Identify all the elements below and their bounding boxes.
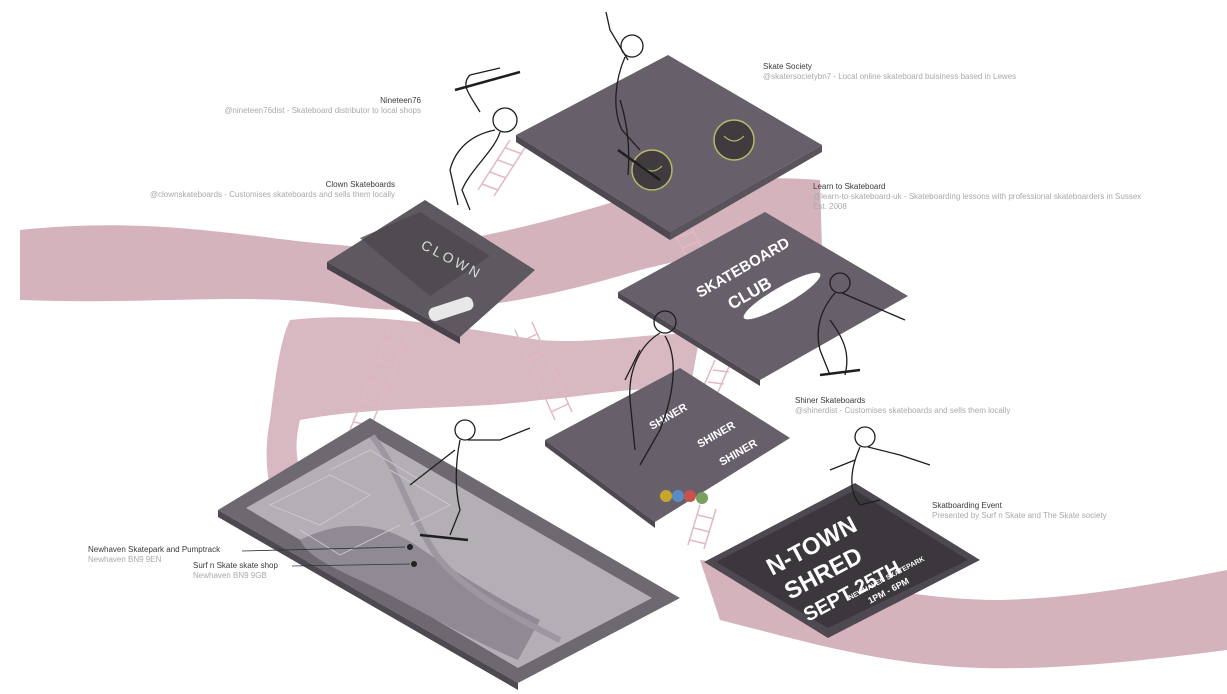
label-subtitle: @learn-to-skateboard-uk - Skateboarding …	[813, 192, 1141, 202]
smiley-sticker	[714, 120, 754, 160]
label-skate-society: Skate Society @skatersocietybn7 - Local …	[763, 62, 1016, 82]
label-subtitle: Presented by Surf n Skate and The Skate …	[932, 511, 1107, 521]
label-subtitle: @skatersocietybn7 - Local online skatebo…	[763, 72, 1016, 82]
skater-sketch-nineteen76	[450, 68, 520, 210]
label-title: Nineteen76	[224, 96, 421, 106]
label-title: Surf n Skate skate shop	[193, 561, 278, 571]
label-title: Skatboarding Event	[932, 501, 1107, 511]
label-shop: Surf n Skate skate shop Newhaven BN9 9GB	[193, 561, 278, 581]
label-shiner: Shiner Skateboards @shinerdist - Customi…	[795, 396, 1010, 416]
label-title: Skate Society	[763, 62, 1016, 72]
label-nineteen76: Nineteen76 @nineteen76dist - Skateboard …	[224, 96, 421, 116]
smiley-sticker	[632, 150, 672, 190]
map-pin-skatepark	[407, 544, 413, 550]
map-pin-shop	[411, 561, 417, 567]
label-clown: Clown Skateboards @clownskateboards - Cu…	[150, 180, 395, 200]
label-event: Skatboarding Event Presented by Surf n S…	[932, 501, 1107, 521]
label-subtitle: Newhaven BN9 9GB	[193, 571, 278, 581]
label-subtitle: @nineteen76dist - Skateboard distributor…	[224, 106, 421, 116]
label-title: Clown Skateboards	[150, 180, 395, 190]
label-subtitle-2: Est. 2008	[813, 202, 1141, 212]
label-title: Newhaven Skatepark and Pumptrack	[88, 545, 220, 555]
label-subtitle: @shinerdist - Customises skateboards and…	[795, 406, 1010, 416]
label-subtitle: @clownskateboards - Customises skateboar…	[150, 190, 395, 200]
label-title: Learn to Skateboard	[813, 182, 1141, 192]
label-title: Shiner Skateboards	[795, 396, 1010, 406]
label-learn: Learn to Skateboard @learn-to-skateboard…	[813, 182, 1141, 212]
